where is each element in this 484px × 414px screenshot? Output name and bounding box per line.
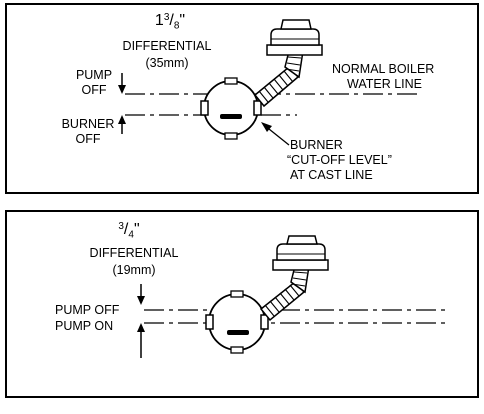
pump-off-label: PUMP OFF [55, 303, 120, 317]
callout-label-line3: AT CAST LINE [290, 168, 373, 182]
pump-off-arrow [137, 284, 145, 305]
conduit-elbow [259, 265, 310, 322]
lwco-diagram-top [118, 19, 417, 146]
burner-off-label-line2: OFF [75, 132, 101, 146]
callout-leader [268, 128, 290, 146]
differential-metric: (19mm) [112, 263, 156, 277]
differential-value: 13/8" [154, 11, 186, 32]
pump-off-label-line2: OFF [81, 83, 107, 97]
normal-water-line-label-line1: NORMAL BOILER [332, 62, 435, 76]
conduit-elbow [253, 50, 304, 108]
callout-label-line2: “CUT-OFF LEVEL” [287, 153, 392, 167]
diagram-panel-top: 13/8" DIFFERENTIAL (35mm) PUMP OFF BURNE… [5, 3, 479, 194]
pump-off-arrow [118, 73, 126, 94]
callout-arrowhead [261, 122, 272, 132]
control-body [200, 77, 262, 140]
pump-off-label-line1: PUMP [75, 68, 113, 82]
burner-off-arrow [118, 115, 126, 134]
normal-water-line-label-line2: WATER LINE [347, 77, 423, 91]
diagram-panel-bottom: 3/4" DIFFERENTIAL (19mm) PUMP OFF PUMP O… [5, 210, 479, 398]
callout-label-line1: BURNER [290, 138, 343, 152]
differential-metric: (35mm) [145, 56, 189, 70]
differential-label: DIFFERENTIAL [122, 39, 212, 53]
pump-on-label: PUMP ON [55, 319, 114, 333]
lwco-diagram-bottom [137, 235, 447, 358]
burner-off-label-line1: BURNER [61, 117, 115, 131]
differential-value: 3/4" [118, 220, 140, 241]
pump-on-arrow [137, 323, 145, 358]
switch-head [266, 19, 323, 56]
differential-label: DIFFERENTIAL [89, 246, 179, 260]
switch-head [272, 235, 329, 271]
control-body [205, 290, 269, 354]
